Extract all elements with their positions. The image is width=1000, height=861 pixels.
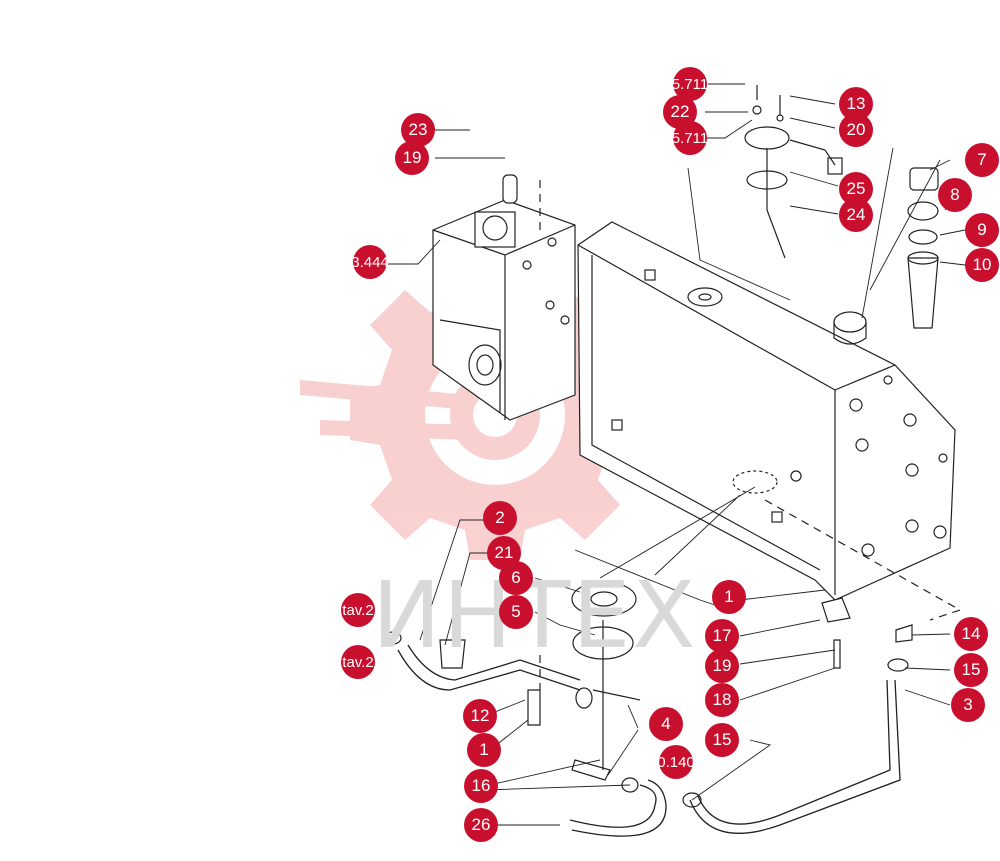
callout-15-lower[interactable]: 15 <box>705 723 739 757</box>
callout-4[interactable]: 4 <box>649 707 683 741</box>
callout-19-lower[interactable]: 19 <box>705 649 739 683</box>
callout-tav2-b[interactable]: tav.2 <box>341 645 375 679</box>
watermark-text: ИНТЕХ <box>372 562 698 669</box>
callout-25[interactable]: 25 <box>839 172 873 206</box>
callout-26[interactable]: 26 <box>464 808 498 842</box>
callout-1-lower[interactable]: 1 <box>467 733 501 767</box>
callout-14[interactable]: 14 <box>954 617 988 651</box>
callout-5[interactable]: 5 <box>499 595 533 629</box>
leader-lines <box>388 83 966 826</box>
callout-0-140[interactable]: 0.140 <box>659 745 693 779</box>
callout-18[interactable]: 18 <box>705 683 739 717</box>
fuel-tank <box>577 221 956 623</box>
callout-8[interactable]: 8 <box>938 178 972 212</box>
callout-10[interactable]: 10 <box>965 248 999 282</box>
callout-16[interactable]: 16 <box>464 769 498 803</box>
callout-15-right[interactable]: 15 <box>954 653 988 687</box>
callout-9[interactable]: 9 <box>965 213 999 247</box>
fuel-level-sender <box>744 85 843 259</box>
callout-3-444[interactable]: 3.444 <box>353 245 387 279</box>
callout-12[interactable]: 12 <box>463 699 497 733</box>
callout-5-711-b[interactable]: 5.711 <box>673 121 707 155</box>
callout-tav2-a[interactable]: tav.2 <box>341 593 375 627</box>
callout-3[interactable]: 3 <box>951 688 985 722</box>
callout-24[interactable]: 24 <box>839 198 873 232</box>
callout-5-711-a[interactable]: 5.711 <box>673 67 707 101</box>
fittings <box>384 581 913 808</box>
callout-2[interactable]: 2 <box>483 501 517 535</box>
callout-7[interactable]: 7 <box>965 143 999 177</box>
callout-19[interactable]: 19 <box>395 141 429 175</box>
dash-lines <box>539 180 962 690</box>
callout-17[interactable]: 17 <box>705 619 739 653</box>
expansion-tank <box>432 174 576 421</box>
callout-6[interactable]: 6 <box>499 561 533 595</box>
fuel-hoses <box>397 644 901 837</box>
callout-1-tank[interactable]: 1 <box>712 580 746 614</box>
callout-20[interactable]: 20 <box>839 113 873 147</box>
